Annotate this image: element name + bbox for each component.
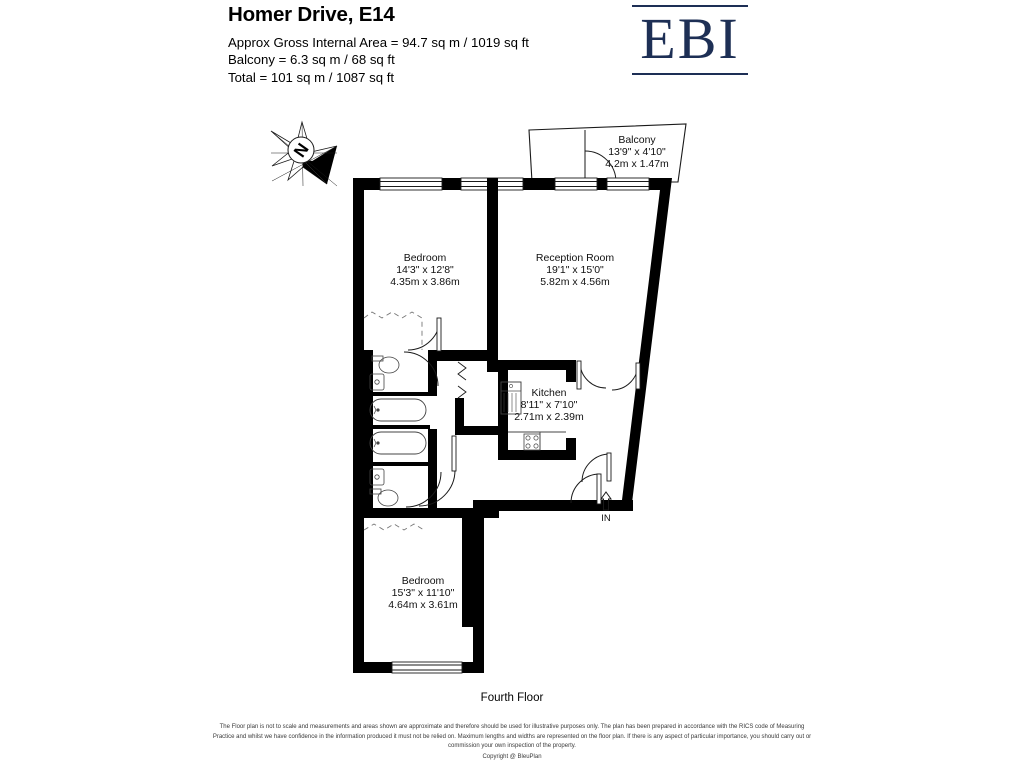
bedroom-1-name: Bedroom bbox=[404, 252, 447, 264]
reception-dim-imperial: 19'1" x 15'0" bbox=[546, 264, 604, 276]
bedroom-2-dim-metric: 4.64m x 3.61m bbox=[388, 599, 458, 611]
bath-fixture-lower bbox=[369, 431, 427, 455]
wc-fixture-lower bbox=[369, 488, 399, 507]
service-riser-marks bbox=[457, 361, 467, 399]
balcony-name: Balcony bbox=[618, 134, 656, 146]
disclaimer-line-3: If there is any aspect of particular imp… bbox=[448, 733, 812, 750]
area-line-total: Total = 101 sq m / 1087 sq ft bbox=[228, 69, 395, 85]
logo-rule-top bbox=[632, 5, 748, 7]
room-label-kitchen: Kitchen 8'11" x 7'10" 2.71m x 2.39m bbox=[514, 387, 584, 423]
disclaimer-line-2: with the RICS code of Measuring Practice… bbox=[212, 724, 805, 740]
disclaimer-block: The Floor plan is not to scale and measu… bbox=[212, 723, 812, 762]
room-label-reception-room: Reception Room 19'1" x 15'0" 5.82m x 4.5… bbox=[536, 252, 614, 288]
area-line-balcony: Balcony = 6.3 sq m / 68 sq ft bbox=[228, 52, 395, 68]
kitchen-fixtures bbox=[500, 381, 566, 451]
bathroom-fixtures bbox=[369, 355, 427, 507]
balcony-dim-imperial: 13'9" x 4'10" bbox=[608, 146, 666, 158]
entrance-marker: IN bbox=[600, 491, 612, 524]
room-labels: Balcony 13'9" x 4'10" 4.2m x 1.47m Bedro… bbox=[388, 134, 669, 611]
bedroom-2-name: Bedroom bbox=[402, 575, 445, 587]
basin-fixture-lower bbox=[369, 468, 385, 486]
area-line-gross: Approx Gross Internal Area = 94.7 sq m /… bbox=[228, 34, 529, 50]
page-title: Homer Drive, E14 bbox=[228, 3, 395, 26]
balcony-outline bbox=[528, 123, 687, 183]
room-label-balcony: Balcony 13'9" x 4'10" 4.2m x 1.47m bbox=[605, 134, 669, 170]
bedroom-1-dim-imperial: 14'3" x 12'8" bbox=[396, 264, 454, 276]
compass-rose: N bbox=[270, 120, 338, 187]
ebi-logo: EBI bbox=[632, 5, 748, 75]
logo-rule-bottom bbox=[632, 73, 748, 75]
wardrobe-indicators bbox=[363, 311, 425, 532]
kitchen-name: Kitchen bbox=[531, 387, 566, 399]
entrance-label: IN bbox=[601, 513, 611, 524]
logo-wordmark: EBI bbox=[640, 6, 740, 71]
kitchen-dim-imperial: 8'11" x 7'10" bbox=[521, 399, 578, 411]
bedroom-2-dim-imperial: 15'3" x 11'10" bbox=[392, 587, 455, 599]
kitchen-dim-metric: 2.71m x 2.39m bbox=[514, 411, 584, 423]
exterior-walls bbox=[353, 178, 672, 673]
basin-fixture-upper bbox=[369, 373, 385, 391]
wc-fixture-upper bbox=[371, 355, 400, 374]
disclaimer-line-1: The Floor plan is not to scale and measu… bbox=[219, 724, 716, 730]
reception-dim-metric: 5.82m x 4.56m bbox=[540, 276, 610, 288]
bath-fixture-upper bbox=[369, 398, 427, 422]
door-leaves bbox=[436, 317, 641, 505]
room-label-bedroom-1: Bedroom 14'3" x 12'8" 4.35m x 3.86m bbox=[390, 252, 460, 288]
copyright-line: Copyright @ BleuPlan bbox=[482, 753, 542, 760]
balcony-dim-metric: 4.2m x 1.47m bbox=[605, 158, 669, 170]
interior-walls bbox=[364, 178, 633, 673]
reception-name: Reception Room bbox=[536, 252, 614, 264]
room-label-bedroom-2: Bedroom 15'3" x 11'10" 4.64m x 3.61m bbox=[388, 575, 458, 611]
header-block: Homer Drive, E14 Approx Gross Internal A… bbox=[228, 3, 788, 86]
bedroom-1-dim-metric: 4.35m x 3.86m bbox=[390, 276, 460, 288]
floor-level-label: Fourth Floor bbox=[480, 692, 544, 704]
